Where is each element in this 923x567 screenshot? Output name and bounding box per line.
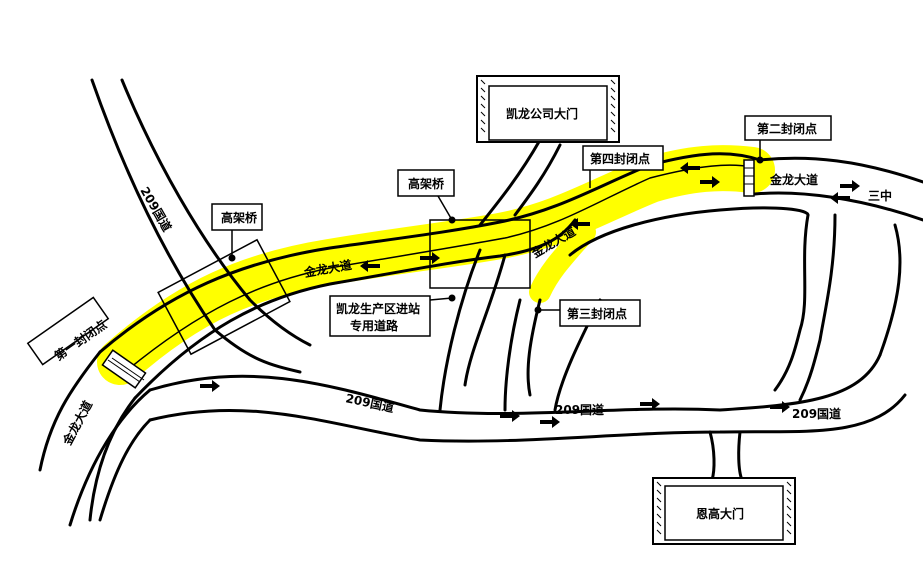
kailong-gate-box: 凯龙公司大门 [476, 75, 620, 143]
road-label-jinlong-right: 金龙大道 [769, 172, 818, 187]
closure-point-2-label: 第二封闭点 [757, 121, 817, 136]
viaduct-left-label: 高架桥 [221, 210, 258, 225]
closure-point-3-box: 第三封闭点 [534, 299, 641, 327]
direction-arrows [200, 162, 860, 428]
barricade-1 [101, 349, 147, 389]
enguo-gate-label: 恩高大门 [696, 506, 744, 521]
road-label-sanzhong: 三中 [868, 188, 892, 203]
enguo-gate-box: 恩高大门 [652, 477, 796, 545]
kailong-production-road-line2: 专用道路 [350, 318, 399, 333]
road-label-g209-bottom-3: 209国道 [792, 406, 841, 421]
road-label-g209-bottom-1: 209国道 [344, 390, 395, 415]
viaduct-center-label: 高架桥 [408, 176, 445, 191]
closure-point-4-box: 第四封闭点 [582, 145, 664, 188]
road-label-g209-bottom-2: 209国道 [555, 402, 604, 417]
closure-point-4-label: 第四封闭点 [590, 151, 650, 166]
road-network [38, 78, 923, 527]
closure-point-3-label: 第三封闭点 [567, 306, 627, 321]
closure-point-2-box: 第二封闭点 [744, 115, 832, 164]
barricade-2 [743, 159, 755, 197]
viaduct-center-box: 高架桥 [397, 169, 456, 224]
kailong-production-road-line1: 凯龙生产区进站 [336, 301, 420, 316]
viaduct-structures [124, 164, 753, 373]
viaduct-left-box: 高架桥 [211, 203, 263, 262]
kailong-gate-label: 凯龙公司大门 [506, 106, 578, 121]
road-label-g209-left: 209国道 [137, 184, 175, 234]
kailong-production-road-box: 凯龙生产区进站 专用道路 [329, 294, 456, 337]
